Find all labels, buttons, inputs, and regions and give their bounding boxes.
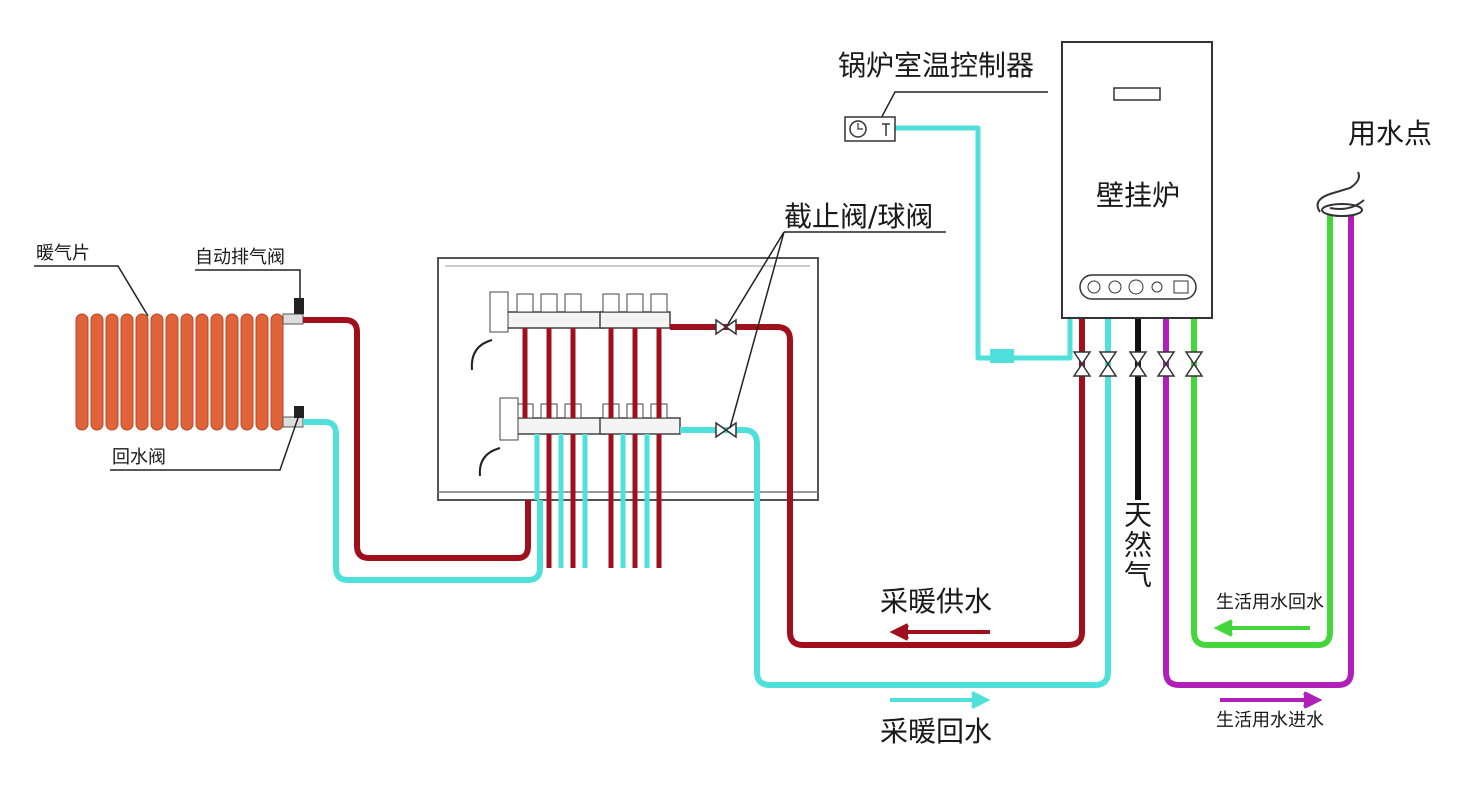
radiator-label: 暖气片 [36,243,90,264]
heating-return-label: 采暖回水 [880,715,993,748]
return-valve-label: 回水阀 [112,447,166,468]
boiler-label: 壁挂炉 [1096,179,1181,212]
leader-lines [34,91,1048,471]
valves-label: 截止阀/球阀 [784,200,934,233]
heating-return-pipe [303,318,1111,688]
water-point-label: 用水点 [1348,117,1433,150]
auto-vent-label: 自动排气阀 [195,247,285,268]
wall-boiler [1061,41,1213,319]
manifold-loop-pipes [522,328,662,568]
thermostat [844,116,896,142]
faucet-icon [1316,171,1365,217]
thermostat-cable [895,125,1073,363]
domestic-return-pipe [1191,215,1333,648]
controller-label: 锅炉室温控制器 [838,49,1035,82]
domestic-inlet-label: 生活用水进水 [1216,710,1324,731]
boiler-outlet-valves [1072,351,1204,377]
heating-supply-pipe [303,317,1085,648]
radiator [75,298,304,431]
heating-supply-label: 采暖供水 [880,585,993,618]
gas-label: 天然气 [1120,500,1153,590]
domestic-inlet-pipe [1163,215,1354,688]
flow-arrows [889,619,1323,709]
domestic-return-label: 生活用水回水 [1216,592,1324,613]
manifold-distributor [470,291,681,477]
